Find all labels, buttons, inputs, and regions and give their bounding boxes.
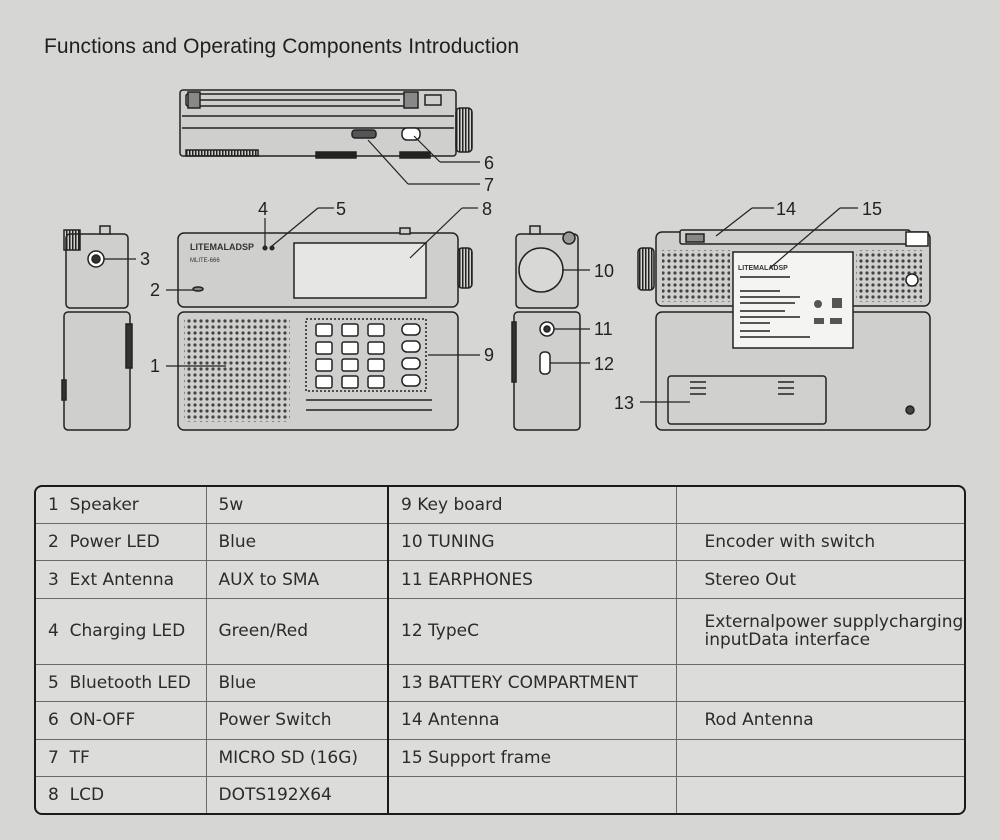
component-value-cell: Encoder with switch [675,523,964,562]
callout-5: 5 [336,199,346,219]
callout-15: 15 [862,199,882,219]
callout-4: 4 [258,199,268,219]
device-diagram: 6 7 3 LITEMALADSP [61,89,931,431]
component-value-cell: Rod Antenna [675,701,964,740]
callout-8: 8 [482,199,492,219]
table-row: 8 LCD DOTS192X64 [36,775,964,813]
callout-6: 6 [484,153,494,173]
component-name-cell: 14 Antenna [387,701,677,740]
callout-9: 9 [484,345,494,365]
front-view [177,227,473,431]
component-value-cell: DOTS192X64 [205,775,389,813]
component-value-cell: Power Switch [205,701,389,740]
component-name-cell: 3 Ext Antenna [36,560,207,599]
callout-13: 13 [614,393,634,413]
table-row: 7 TF MICRO SD (16G) 15 Support frame [36,738,964,777]
callout-14: 14 [776,199,796,219]
component-value-cell: 5w [205,487,389,525]
back-view [637,229,931,431]
callout-10: 10 [594,261,614,281]
callout-12: 12 [594,354,614,374]
component-name-cell: 1 Speaker [36,487,207,525]
component-value-cell: Stereo Out [675,560,964,599]
component-value-cell [675,738,964,777]
table-row: 2 Power LED Blue 10 TUNING Encoder with … [36,523,964,562]
component-name-cell: 2 Power LED [36,523,207,562]
left-side-view [61,225,133,431]
component-value-cell: MICRO SD (16G) [205,738,389,777]
component-value-cell: AUX to SMA [205,560,389,599]
table-row: 6 ON-OFF Power Switch 14 Antenna Rod Ant… [36,701,964,740]
callout-7: 7 [484,175,494,195]
component-value-cell [675,775,964,813]
component-value-cell: Externalpower supplycharging inputData i… [675,597,964,665]
component-value-cell: Green/Red [205,597,389,665]
component-name-cell: 5 Bluetooth LED [36,663,207,703]
callout-2: 2 [150,280,160,300]
component-name-cell: 9 Key board [387,487,677,525]
brand-label: LITEMALADSP [190,242,254,252]
table-row: 3 Ext Antenna AUX to SMA 11 EARPHONES St… [36,560,964,599]
component-value-cell: Blue [205,523,389,562]
table-row: 5 Bluetooth LED Blue 13 BATTERY COMPARTM… [36,663,964,703]
component-value-cell [675,663,964,703]
component-name-cell: 8 LCD [36,775,207,813]
components-table: 1 Speaker 5w 9 Key board 2 Power LED Blu… [34,485,966,815]
component-name-cell: 15 Support frame [387,738,677,777]
table-row: 4 Charging LED Green/Red 12 TypeC Extern… [36,597,964,665]
callout-11: 11 [594,319,613,339]
back-brand-label: LITEMALADSP [738,265,788,272]
callout-1: 1 [150,356,160,376]
component-name-cell: 13 BATTERY COMPARTMENT [387,663,677,703]
table-row: 1 Speaker 5w 9 Key board [36,487,964,525]
component-name-cell: 4 Charging LED [36,597,207,665]
component-name-cell: 11 EARPHONES [387,560,677,599]
page-title: Functions and Operating Components Intro… [44,35,520,58]
component-value-cell: Blue [205,663,389,703]
component-name-cell [387,775,677,813]
component-value-cell [675,487,964,525]
component-name-cell: 12 TypeC [387,597,677,665]
model-label: MLITE-666 [190,258,220,264]
component-name-cell: 7 TF [36,738,207,777]
right-side-view [511,225,581,431]
callout-3: 3 [140,249,150,269]
component-name-cell: 10 TUNING [387,523,677,562]
top-view [179,89,473,159]
component-name-cell: 6 ON-OFF [36,701,207,740]
